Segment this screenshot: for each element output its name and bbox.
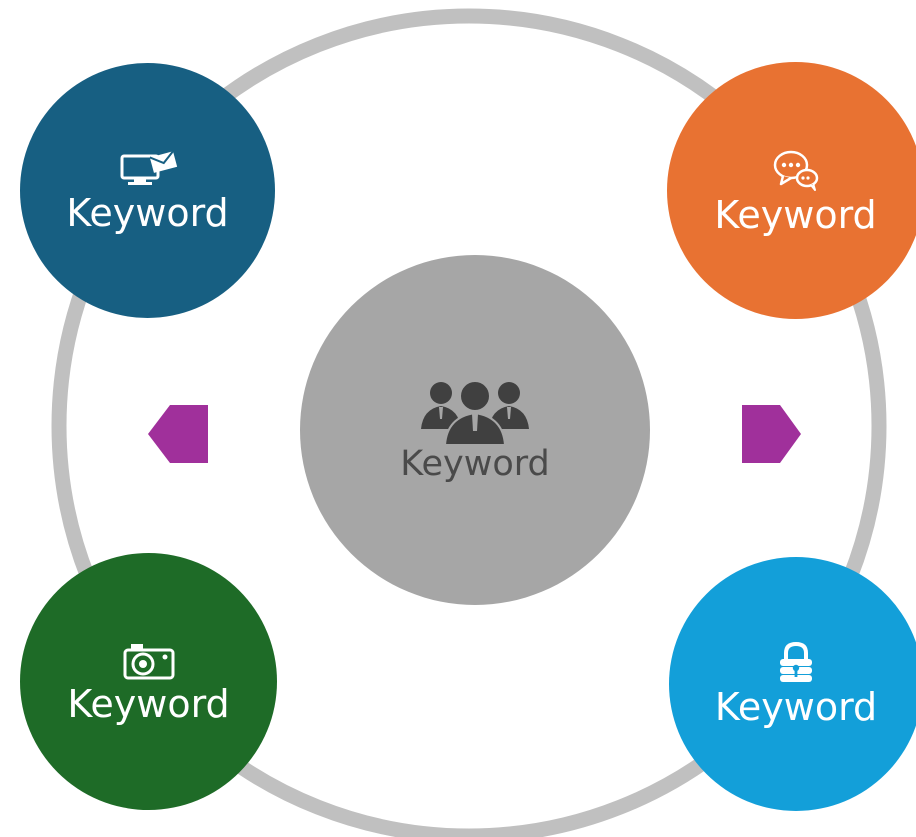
node-label: Keyword: [714, 192, 877, 237]
node-top-left: Keyword: [20, 63, 275, 318]
monitor-mail-icon: [120, 150, 177, 185]
lock-icon: [780, 642, 812, 682]
node-bottom-right: Keyword: [669, 557, 916, 811]
people-group-icon: [421, 379, 529, 445]
node-label: Keyword: [400, 443, 550, 484]
node-label: Keyword: [714, 685, 878, 729]
arrow-left: [148, 405, 208, 463]
arrow-right: [742, 405, 801, 463]
camera-icon: [123, 643, 174, 679]
node-top-right: Keyword: [667, 62, 916, 319]
node-bottom-left: Keyword: [20, 553, 277, 810]
node-label: Keyword: [66, 190, 229, 235]
chat-bubbles-icon: [773, 150, 818, 191]
node-label: Keyword: [67, 681, 230, 726]
node-center: Keyword: [300, 255, 650, 605]
